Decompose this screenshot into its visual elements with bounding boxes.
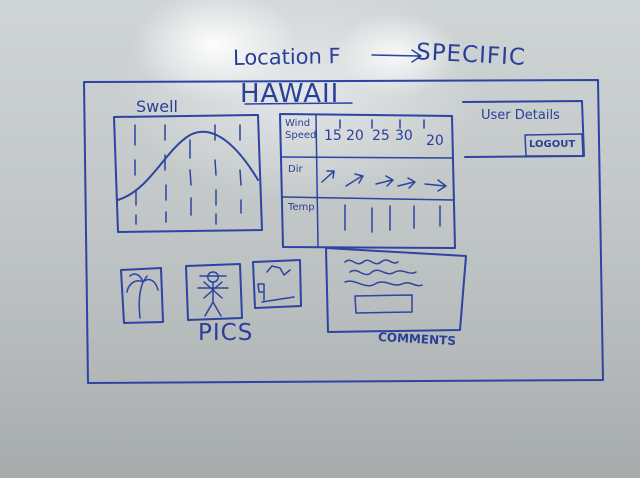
logout-button-outline (524, 133, 584, 157)
wind-speed-value-1: 15 (324, 128, 342, 144)
comments-box (325, 247, 467, 333)
pic-frame-2 (185, 263, 243, 321)
wind-table-row-divider-2 (282, 196, 455, 201)
temperature-dashes (344, 204, 441, 233)
comment-scribbles (344, 259, 423, 287)
palm-tree-icon (126, 273, 159, 319)
pic-frame-1 (120, 267, 164, 324)
wind-speed-value-4: 30 (395, 128, 413, 144)
wind-table-col-divider (315, 114, 319, 248)
surfer-icon (257, 265, 295, 303)
wind-speed-label: Wind Speed (285, 118, 317, 141)
wind-table-row-divider-1 (281, 156, 454, 159)
comments-label: COMMENTS (377, 329, 457, 349)
wind-direction-label: Dir (288, 164, 303, 175)
swell-curve (117, 130, 259, 201)
wind-speed-value-3: 25 (372, 128, 390, 144)
swell-dashes (134, 124, 242, 225)
wind-direction-arrows (321, 170, 447, 192)
swell-label: Swell (136, 97, 178, 116)
person-icon (197, 271, 229, 317)
wind-speed-value-2: 20 (346, 128, 364, 144)
logout-button[interactable]: LOGOUT (529, 139, 576, 150)
comment-input-box (354, 294, 413, 314)
wind-speed-value-5: 20 (426, 133, 444, 149)
swell-chart-box (113, 114, 263, 233)
wind-speed-dashes (339, 119, 425, 129)
temperature-label: Temp (288, 202, 315, 213)
pic-frame-3 (252, 259, 302, 309)
heading-arrow (371, 49, 422, 63)
page-frame (83, 79, 604, 384)
user-details-box (462, 100, 585, 158)
pics-label: PICS (198, 320, 254, 346)
heading-prefix: Location F (232, 44, 341, 70)
heading-arrow-target: SPECIFIC (415, 39, 527, 71)
user-details-label: User Details (481, 108, 560, 123)
page-title: HAWAII (240, 79, 340, 109)
title-underline (244, 102, 353, 105)
wind-table-frame (279, 113, 456, 249)
